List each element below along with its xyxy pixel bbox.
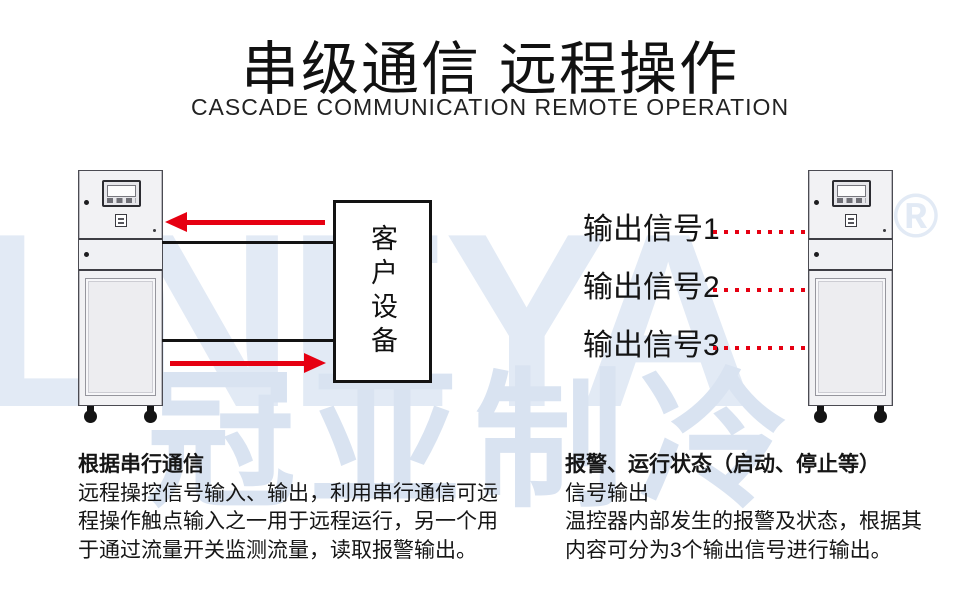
note-alarm-status: 报警、运行状态（启动、停止等） 信号输出 温控器内部发生的报警及状态，根据其 内… [565,451,975,565]
page-subtitle: CASCADE COMMUNICATION REMOTE OPERATION [190,94,790,120]
caster-icon [814,406,827,423]
arrow-to-client-shaft [170,361,306,366]
output-signal-2-label: 输出信号2 [583,271,720,304]
output-signal-3-label: 输出信号3 [583,329,720,362]
display-buttons [837,198,866,203]
chiller-device-left [78,170,163,423]
arrow-left-icon [165,212,187,232]
client-device-box: 客户设备 [333,200,432,383]
connector-line-top [162,241,334,244]
note-line: 内容可分为3个输出信号进行输出。 [565,538,892,562]
dotted-leader-line [713,346,835,350]
display-screen [837,185,866,197]
chiller-device-right [808,170,893,423]
note-line: 于通过流量开关监测流量，读取报警输出。 [78,538,477,562]
controller-display [832,180,871,207]
output-signal-1-label: 输出信号1 [583,213,720,246]
screw-icon [84,200,89,205]
note-line: 温控器内部发生的报警及状态，根据其 [565,510,922,533]
arrow-to-device-shaft [186,220,325,225]
note-heading: 报警、运行状态（启动、停止等） [565,453,880,476]
controller-display [102,180,141,207]
control-panel [809,171,892,240]
dotted-leader-line [713,288,835,292]
note-line: 程操作触点输入之一用于远程运行，另一个用 [78,510,498,533]
door-panel [79,271,162,405]
note-line: 远程操控信号输入、输出，利用串行通信可远 [78,481,498,505]
note-serial-communication: 根据串行通信 远程操控信号输入、输出，利用串行通信可远 程操作触点输入之一用于远… [78,451,518,565]
note-subheading: 信号输出 [565,481,649,505]
door-inner-panel [85,278,156,396]
cabinet [78,170,163,406]
caster-icon [874,406,887,423]
caster-icon [84,406,97,423]
screw-icon [814,252,819,257]
cabinet [808,170,893,406]
screw-icon [814,200,819,205]
connector-line-bottom [162,339,334,342]
door-inner-panel [815,278,886,396]
display-buttons [107,198,136,203]
dotted-leader-line [713,230,835,234]
screw-icon [84,252,89,257]
mid-panel [809,240,892,271]
note-heading: 根据串行通信 [78,453,204,476]
client-device-label: 客户设备 [367,223,397,360]
control-panel [79,171,162,240]
indicator-dot [153,229,156,232]
caster-icon [144,406,157,423]
mid-panel [79,240,162,271]
brand-mark-icon [115,214,127,227]
arrow-right-icon [304,353,326,373]
indicator-dot [883,229,886,232]
brand-mark-icon [845,214,857,227]
display-screen [107,185,136,197]
door-panel [809,271,892,405]
page-title: 串级通信 远程操作 [240,37,740,102]
